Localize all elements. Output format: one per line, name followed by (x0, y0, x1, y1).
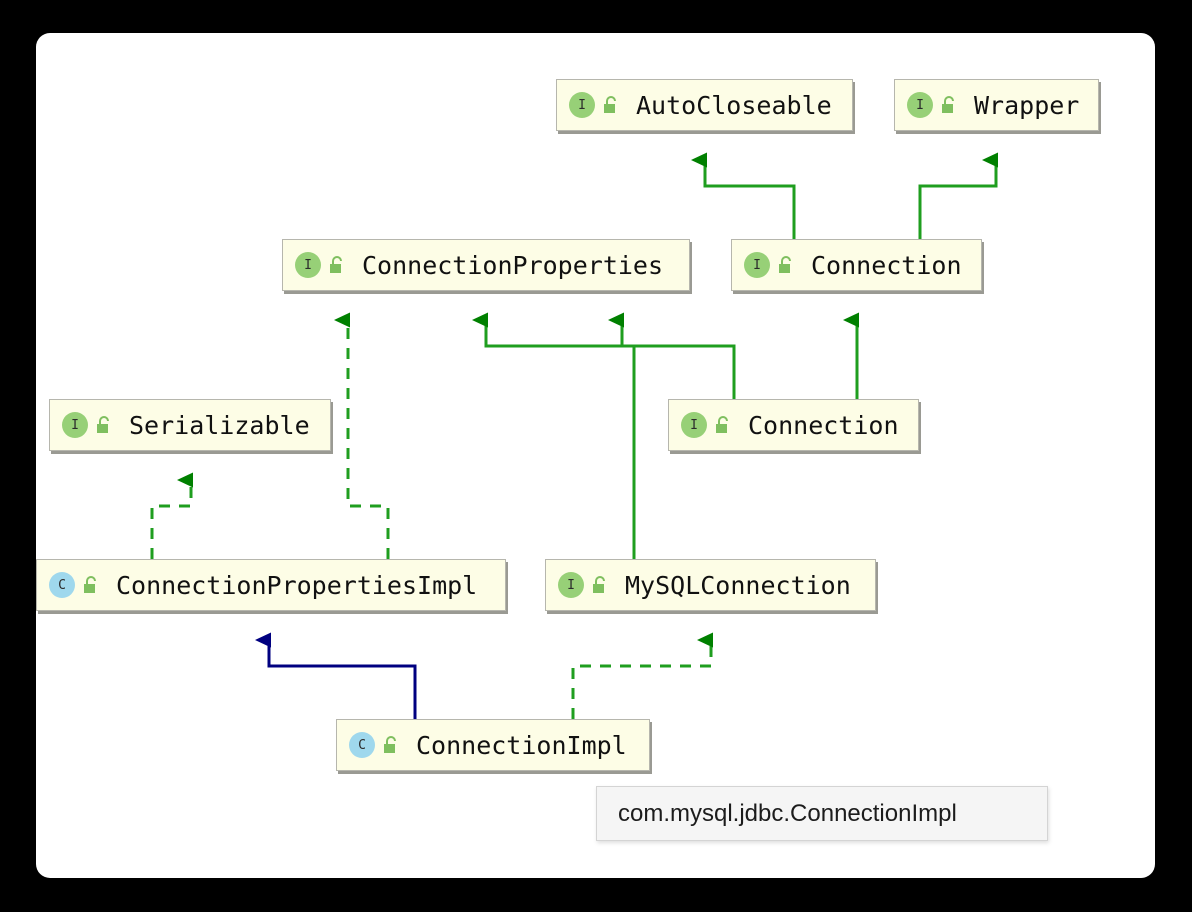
interface-badge-icon: I (295, 252, 321, 278)
interface-badge-icon: I (907, 92, 933, 118)
unlocked-padlock-icon (82, 575, 100, 595)
node-tooltip: com.mysql.jdbc.ConnectionImpl (596, 786, 1048, 841)
tooltip-text: com.mysql.jdbc.ConnectionImpl (618, 799, 957, 827)
unlocked-padlock-icon (940, 95, 958, 115)
interface-badge-icon: I (744, 252, 770, 278)
node-connectionimpl[interactable]: C ConnectionImpl (336, 719, 650, 771)
unlocked-padlock-icon (328, 255, 346, 275)
unlocked-padlock-icon (777, 255, 795, 275)
node-connectionproperties[interactable]: I ConnectionProperties (282, 239, 690, 291)
node-label: Serializable (129, 410, 310, 440)
unlocked-padlock-icon (382, 735, 400, 755)
node-label: MySQLConnection (625, 570, 851, 600)
interface-badge-icon: I (569, 92, 595, 118)
node-label: ConnectionImpl (416, 730, 627, 760)
unlocked-padlock-icon (95, 415, 113, 435)
node-label: ConnectionPropertiesImpl (116, 570, 478, 600)
node-label: ConnectionProperties (362, 250, 664, 280)
node-autocloseable[interactable]: I AutoCloseable (556, 79, 853, 131)
node-mysqlconnection[interactable]: I MySQLConnection (545, 559, 876, 611)
unlocked-padlock-icon (591, 575, 609, 595)
interface-badge-icon: I (558, 572, 584, 598)
interface-badge-icon: I (681, 412, 707, 438)
unlocked-padlock-icon (602, 95, 620, 115)
node-connection-sql[interactable]: I Connection (731, 239, 982, 291)
node-wrapper[interactable]: I Wrapper (894, 79, 1099, 131)
node-label: AutoCloseable (636, 90, 832, 120)
node-connectionpropertiesimpl[interactable]: C ConnectionPropertiesImpl (36, 559, 506, 611)
node-connection-mysql[interactable]: I Connection (668, 399, 919, 451)
class-badge-icon: C (49, 572, 75, 598)
node-label: Connection (748, 410, 899, 440)
class-badge-icon: C (349, 732, 375, 758)
interface-badge-icon: I (62, 412, 88, 438)
unlocked-padlock-icon (714, 415, 732, 435)
node-serializable[interactable]: I Serializable (49, 399, 331, 451)
node-label: Connection (811, 250, 962, 280)
node-label: Wrapper (974, 90, 1080, 120)
